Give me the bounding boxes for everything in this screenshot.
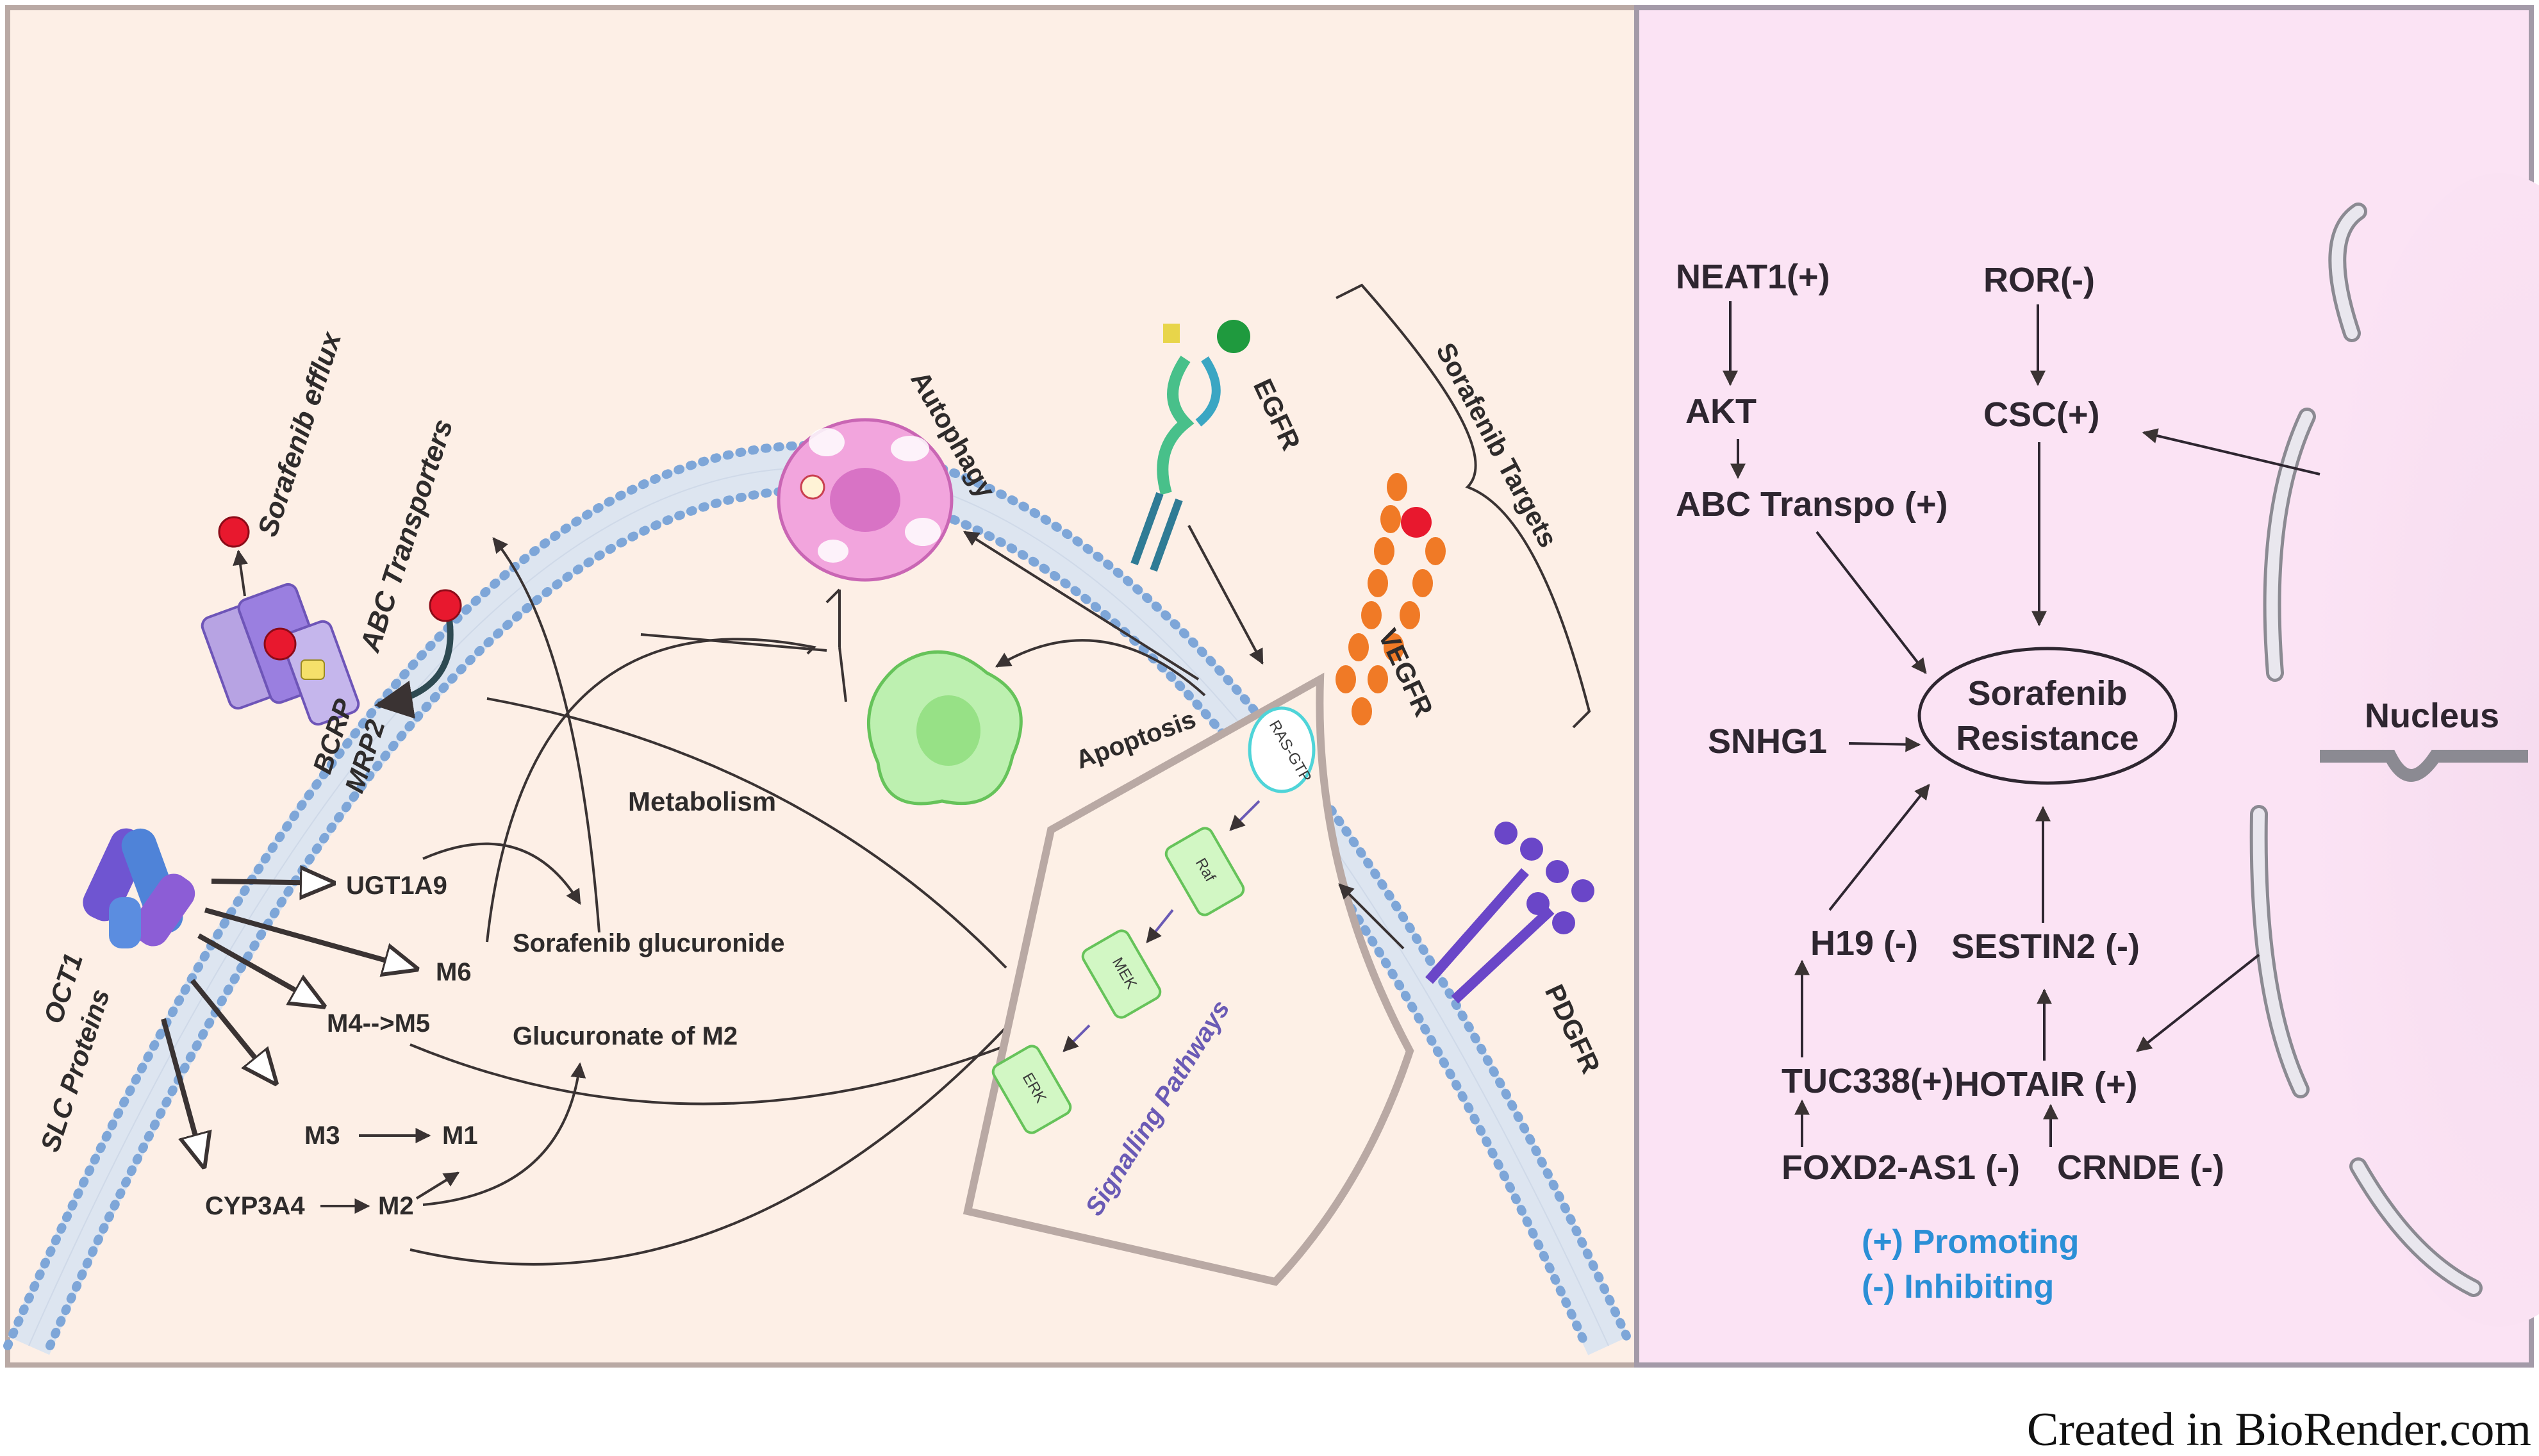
glucuronate-m2-label: Glucuronate of M2 <box>513 1022 738 1050</box>
nucleus-label: Nucleus <box>2365 697 2499 735</box>
snhg1-node: SNHG1 <box>1708 722 1827 761</box>
abc-transporter-icon <box>201 583 360 726</box>
lncrna-arrows <box>1723 301 2320 1147</box>
oct1-transporter-icon <box>83 828 195 948</box>
sestin2-node: SESTIN2 (-) <box>1951 927 2140 966</box>
m6-label: M6 <box>436 958 472 986</box>
csc-node: CSC(+) <box>1983 395 2100 434</box>
targets-bracket <box>1336 283 1591 729</box>
metabolism-label: Metabolism <box>628 786 776 816</box>
m4-m5-label: M4-->M5 <box>327 1009 430 1038</box>
m3-label: M3 <box>304 1121 340 1150</box>
egfr-receptor-icon <box>1130 320 1250 572</box>
sorafenib-label: Sorafenib <box>1967 674 2127 713</box>
nucleus-icon <box>2249 173 2539 1327</box>
legend-promoting: (+) Promoting <box>1862 1223 2079 1261</box>
sorafenib-resistance-node <box>1917 647 2178 785</box>
efflux-arrow <box>233 549 248 597</box>
autophagy-cell-icon <box>777 418 954 582</box>
receptor-arrows <box>963 525 1405 950</box>
hotair-node: HOTAIR (+) <box>1955 1065 2137 1104</box>
ugt1a9-label: UGT1A9 <box>346 872 447 900</box>
legend-inhibiting: (-) Inhibiting <box>1862 1268 2054 1305</box>
biorender-credit: Created in BioRender.com <box>2027 1403 2531 1456</box>
resistance-label: Resistance <box>1956 719 2138 757</box>
crnde-node: CRNDE (-) <box>2057 1148 2224 1187</box>
metabolism-arrows <box>161 881 417 1166</box>
apoptosis-cell-icon <box>866 650 1023 806</box>
h19-node: H19 (-) <box>1810 924 1918 963</box>
pdgfr-receptor-icon <box>1425 822 1594 1004</box>
foxd2-node: FOXD2-AS1 (-) <box>1782 1148 2020 1187</box>
cyp3a4-label: CYP3A4 <box>205 1192 305 1220</box>
abc-efflux-curve <box>374 615 454 719</box>
sorafenib-molecule-icon <box>218 516 250 548</box>
metabolite-connectors <box>320 537 1039 1266</box>
ror-node: ROR(-) <box>1983 261 2095 299</box>
m2-label: M2 <box>378 1192 414 1220</box>
m1-label: M1 <box>442 1121 478 1150</box>
neat1-node: NEAT1(+) <box>1676 258 1830 296</box>
abc-transpo-node: ABC Transpo (+) <box>1676 485 1948 524</box>
tuc338-node: TUC338(+) <box>1782 1062 1954 1100</box>
signalling-pathway-region: RAS-GTP Raf MEK ERK Signalling Pathways <box>963 672 1414 1286</box>
vegfr-receptor-icon <box>1336 473 1446 725</box>
sorafenib-glucuronide-label: Sorafenib glucuronide <box>513 929 784 957</box>
efflux-molecule-icon <box>429 589 462 622</box>
akt-node: AKT <box>1685 392 1757 431</box>
